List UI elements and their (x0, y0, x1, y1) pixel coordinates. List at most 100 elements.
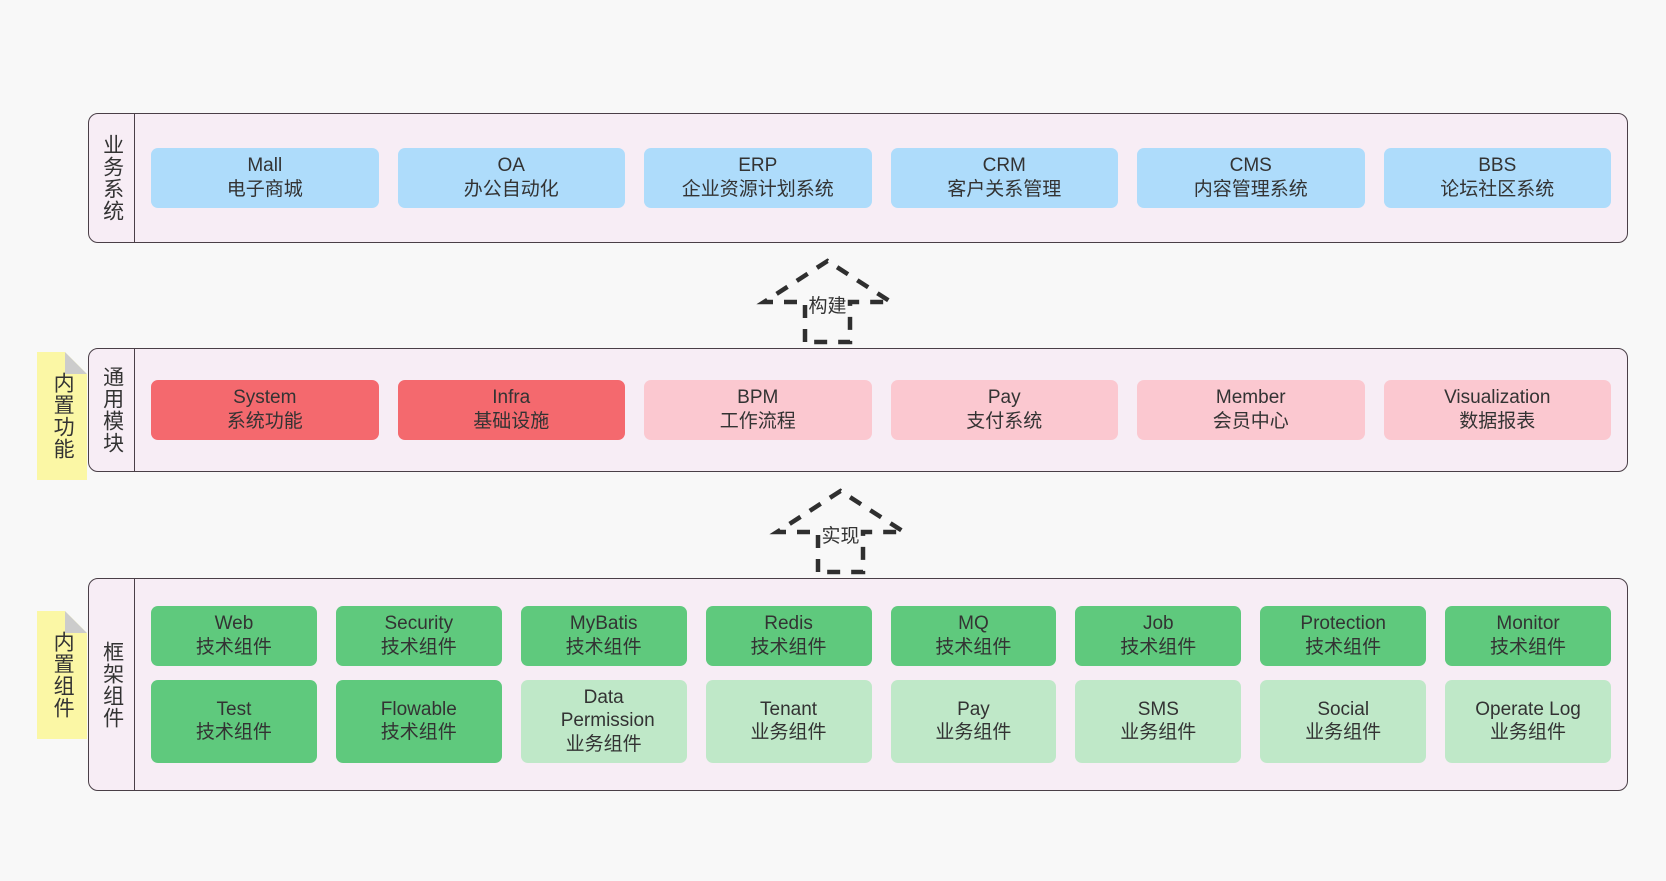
card-subtitle: 业务组件 (1305, 722, 1382, 744)
card-row-business: Test 技术组件 Flowable 技术组件 Data Permission … (151, 679, 1611, 764)
tier-body-business-system: Mall 电子商城 OA 办公自动化 ERP 企业资源计划系统 CRM 客户关系… (135, 114, 1627, 242)
sticky-fold-icon (65, 611, 87, 633)
card-social[interactable]: Social 业务组件 (1260, 679, 1427, 764)
card-title: BPM (737, 387, 779, 409)
card-title: SMS (1137, 698, 1179, 720)
card-protection[interactable]: Protection 技术组件 (1260, 605, 1427, 666)
card-subtitle: 电子商城 (226, 179, 303, 200)
card-subtitle: 技术组件 (380, 636, 457, 658)
card-sms[interactable]: SMS 业务组件 (1075, 679, 1242, 764)
arrow-build: 构建 (756, 258, 899, 345)
card-subtitle: 数据报表 (1459, 411, 1536, 432)
card-subtitle: 业务组件 (1490, 722, 1567, 744)
card-member[interactable]: Member 会员中心 (1137, 380, 1365, 440)
card-title: Pay (957, 698, 990, 720)
card-title: Protection (1300, 612, 1386, 634)
card-infra[interactable]: Infra 基础设施 (397, 380, 625, 440)
card-bbs[interactable]: BBS 论坛社区系统 (1383, 148, 1611, 208)
tier-body-common-module: System 系统功能 Infra 基础设施 BPM 工作流程 Pay 支付系统… (135, 349, 1627, 471)
card-subtitle: 支付系统 (966, 411, 1043, 432)
card-title: Tenant (760, 698, 818, 720)
card-title: Visualization (1444, 387, 1551, 409)
card-crm[interactable]: CRM 客户关系管理 (890, 148, 1118, 208)
sticky-fold-icon (65, 352, 87, 374)
card-subtitle: 系统功能 (226, 411, 303, 432)
sticky-note-builtin-component: 内置组件 (37, 611, 87, 739)
card-title: Job (1142, 612, 1174, 634)
card-subtitle: 基础设施 (473, 411, 550, 432)
card-subtitle: 论坛社区系统 (1440, 179, 1555, 200)
card-title: Flowable (380, 698, 457, 720)
arrow-build-glyph (756, 258, 899, 345)
card-subtitle: 技术组件 (195, 722, 272, 744)
tier-label-framework-component: 框架组件 (89, 579, 135, 790)
card-subtitle: 业务组件 (935, 722, 1012, 744)
card-subtitle: 会员中心 (1212, 411, 1289, 432)
card-pay-business[interactable]: Pay 业务组件 (890, 679, 1057, 764)
card-redis[interactable]: Redis 技术组件 (705, 605, 872, 666)
card-subtitle: 企业资源计划系统 (681, 179, 834, 200)
card-erp[interactable]: ERP 企业资源计划系统 (644, 148, 872, 208)
card-subtitle: 业务组件 (750, 722, 827, 744)
tier-common-module: 通用模块 System 系统功能 Infra 基础设施 BPM 工作流程 Pay… (88, 348, 1628, 472)
card-subtitle: 技术组件 (1120, 636, 1197, 658)
tier-label-common-module: 通用模块 (89, 349, 135, 471)
card-title: OA (497, 155, 525, 177)
card-data-permission[interactable]: Data Permission 业务组件 (520, 679, 687, 764)
card-subtitle: 技术组件 (195, 636, 272, 658)
card-mq[interactable]: MQ 技术组件 (890, 605, 1057, 666)
sticky-note-label: 内置功能 (51, 372, 75, 460)
card-title: MyBatis (569, 612, 638, 634)
card-subtitle: 办公自动化 (463, 179, 559, 200)
card-mall[interactable]: Mall 电子商城 (151, 148, 379, 208)
card-title: Test (216, 698, 252, 720)
sticky-note-label: 内置组件 (51, 631, 75, 719)
card-mybatis[interactable]: MyBatis 技术组件 (520, 605, 687, 666)
card-subtitle: 技术组件 (565, 636, 642, 658)
arrow-implement: 实现 (769, 488, 912, 575)
card-title: System (233, 387, 297, 409)
card-title: Monitor (1496, 612, 1560, 634)
card-operate-log[interactable]: Operate Log 业务组件 (1445, 679, 1611, 764)
card-oa[interactable]: OA 办公自动化 (397, 148, 625, 208)
card-visualization[interactable]: Visualization 数据报表 (1383, 380, 1611, 440)
card-subtitle: 客户关系管理 (947, 179, 1062, 200)
card-test[interactable]: Test 技术组件 (151, 679, 317, 764)
card-title: CRM (982, 155, 1026, 177)
arrow-build-label: 构建 (808, 296, 847, 317)
card-subtitle: 内容管理系统 (1193, 179, 1308, 200)
card-row: Mall 电子商城 OA 办公自动化 ERP 企业资源计划系统 CRM 客户关系… (151, 148, 1611, 208)
card-title: Security (384, 612, 454, 634)
card-web[interactable]: Web 技术组件 (151, 605, 317, 666)
card-title: ERP (738, 155, 778, 177)
tier-body-framework-component: Web 技术组件 Security 技术组件 MyBatis 技术组件 Redi… (135, 579, 1627, 790)
card-monitor[interactable]: Monitor 技术组件 (1445, 605, 1611, 666)
arrow-implement-glyph (769, 488, 912, 575)
card-title: Web (214, 612, 254, 634)
card-security[interactable]: Security 技术组件 (335, 605, 502, 666)
card-cms[interactable]: CMS 内容管理系统 (1137, 148, 1365, 208)
card-job[interactable]: Job 技术组件 (1075, 605, 1242, 666)
arrow-implement-label: 实现 (821, 526, 860, 547)
card-subtitle: 业务组件 (1120, 722, 1197, 744)
card-title: CMS (1229, 155, 1272, 177)
card-flowable[interactable]: Flowable 技术组件 (335, 679, 502, 764)
card-title: Pay (987, 387, 1021, 409)
card-subtitle: 工作流程 (719, 411, 796, 432)
tier-label-business-system: 业务系统 (89, 114, 135, 242)
card-system[interactable]: System 系统功能 (151, 380, 379, 440)
tier-framework-component: 框架组件 Web 技术组件 Security 技术组件 MyBatis 技术组件… (88, 578, 1628, 791)
card-title: Mall (247, 155, 283, 177)
card-subtitle: 技术组件 (935, 636, 1012, 658)
card-subtitle: 技术组件 (380, 722, 457, 744)
card-row: System 系统功能 Infra 基础设施 BPM 工作流程 Pay 支付系统… (151, 380, 1611, 440)
card-bpm[interactable]: BPM 工作流程 (644, 380, 872, 440)
card-tenant[interactable]: Tenant 业务组件 (705, 679, 872, 764)
tier-business-system: 业务系统 Mall 电子商城 OA 办公自动化 ERP 企业资源计划系统 CRM… (88, 113, 1628, 243)
card-subtitle: 业务组件 (565, 734, 642, 756)
card-pay[interactable]: Pay 支付系统 (890, 380, 1118, 440)
card-title: Social (1317, 698, 1370, 720)
sticky-note-builtin-function: 内置功能 (37, 352, 87, 480)
card-subtitle: 技术组件 (1490, 636, 1567, 658)
card-title: MQ (958, 612, 989, 634)
